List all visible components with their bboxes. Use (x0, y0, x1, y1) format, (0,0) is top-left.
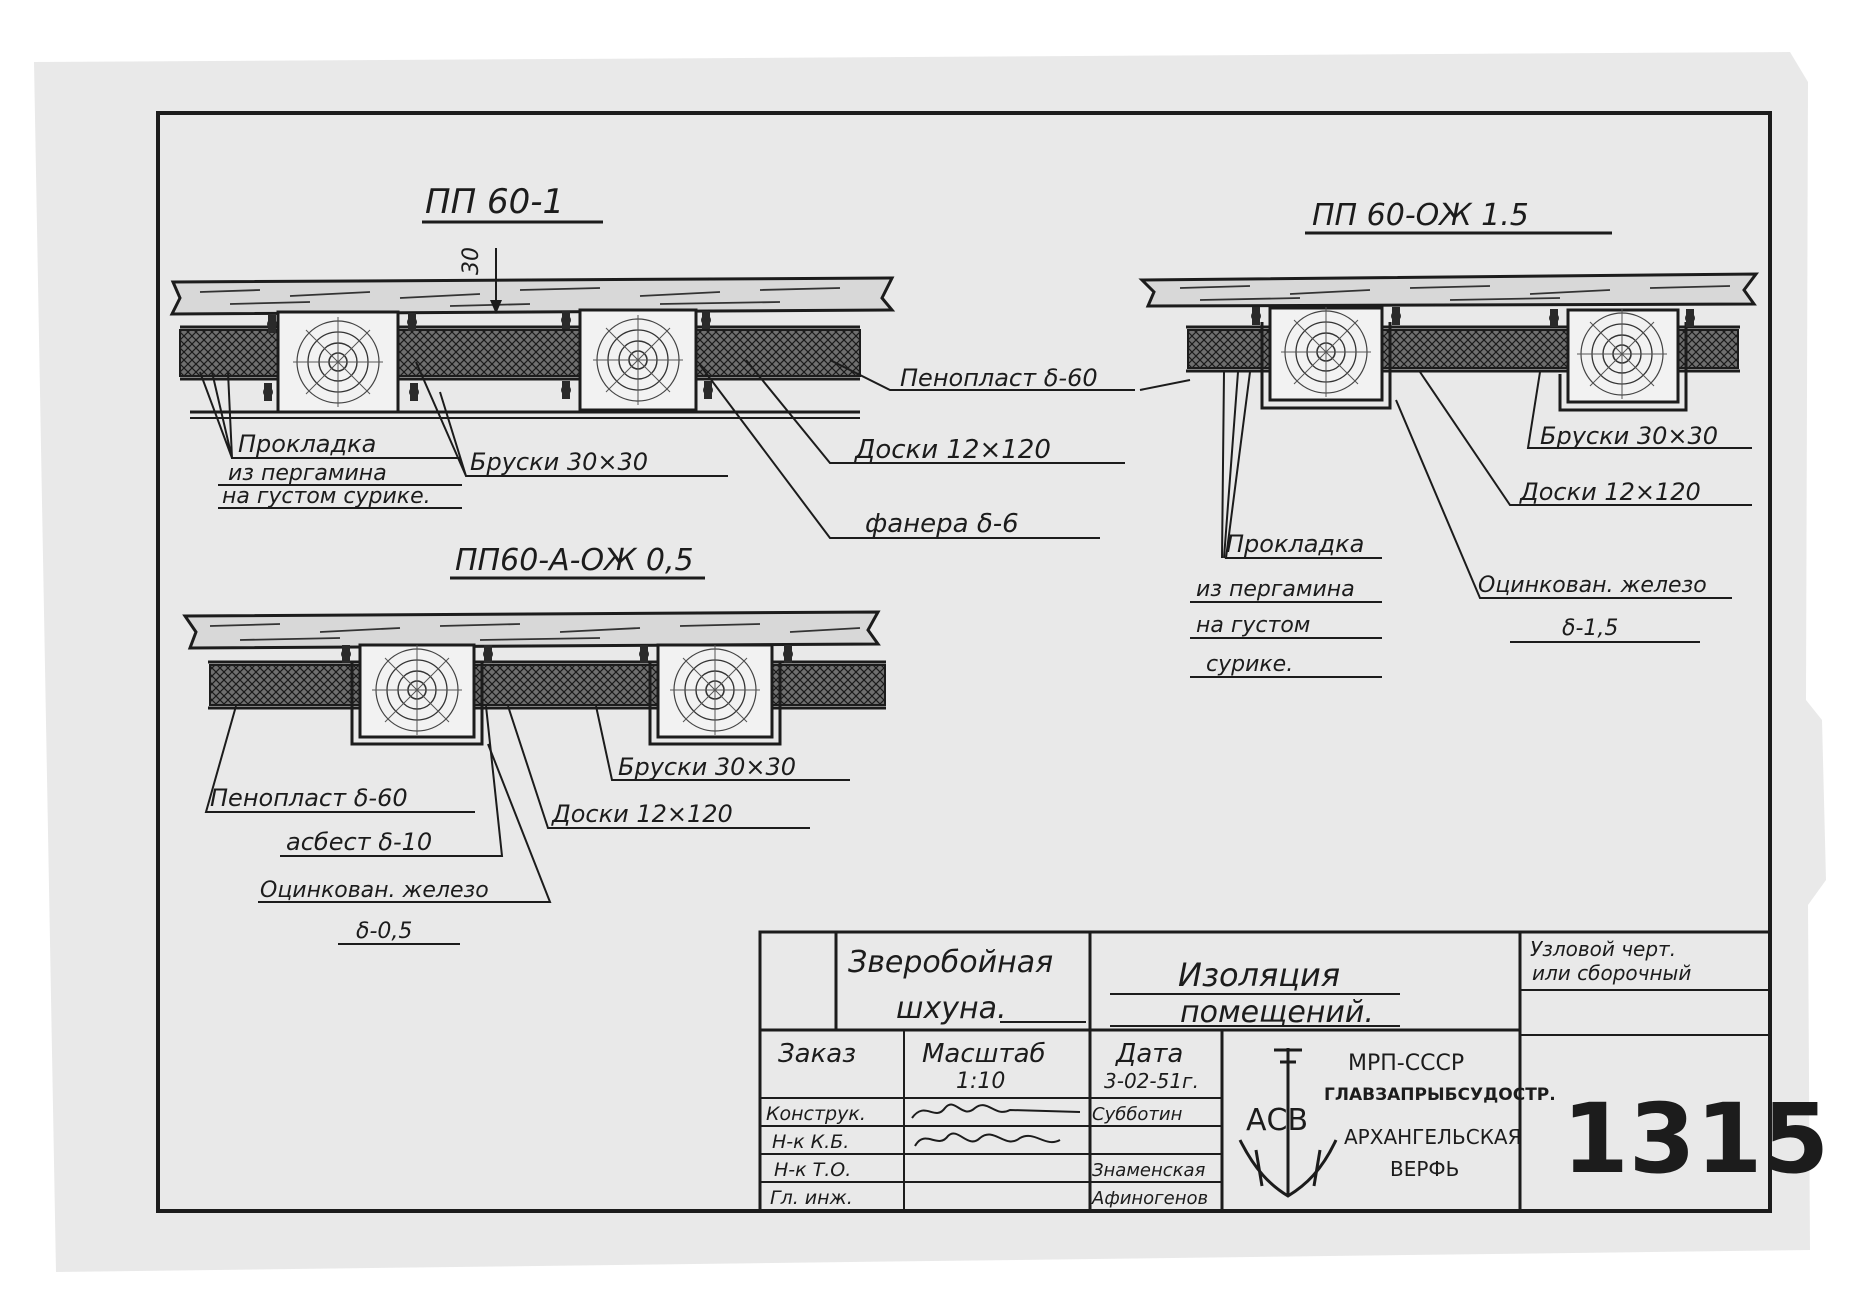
scale-value: 1:10 (956, 1069, 1005, 1094)
order-label: Заказ (778, 1039, 856, 1069)
label-prokladka-1: Прокладка (238, 430, 376, 458)
label-doski: Доски 12×120 (854, 435, 1051, 465)
drawing-number: 1315 (1562, 1083, 1829, 1195)
logo-letters: АСВ (1246, 1103, 1308, 1138)
role-konstruk: Конструк. (766, 1103, 866, 1125)
label-doski: Доски 12×120 (551, 800, 733, 828)
foam-insulation (209, 664, 886, 706)
vessel-name-1: Зверобойная (848, 945, 1053, 980)
title-block (758, 930, 1772, 1213)
label-prokladka-3: на густом (1196, 613, 1310, 638)
name-gl-inzh: Афиногенов (1091, 1188, 1208, 1209)
label-zhelezo-1: Оцинкован. железо (260, 878, 489, 903)
name-nk-to: Знаменская (1092, 1160, 1206, 1181)
date-value: 3-02-51г. (1104, 1069, 1199, 1093)
label-bruski: Бруски 30×30 (470, 448, 648, 476)
label-prokladka-4: сурике. (1206, 652, 1293, 677)
deck-plank (169, 276, 896, 316)
label-prokladka-3: на густом сурике. (222, 484, 431, 509)
shipyard-logo (1238, 1048, 1338, 1198)
section-title: ПП 60-1 (425, 182, 564, 222)
label-prokladka-2: из пергамина (1196, 577, 1355, 602)
section-pp60-ozh: ПП 60-ОЖ 1.5 Бруски 30×30 Доски 12×120 О… (1138, 198, 1760, 678)
label-penoplast: Пенопласт δ-60 (900, 364, 1098, 392)
org-city: АРХАНГЕЛЬСКАЯ (1344, 1125, 1522, 1149)
signature-nk-kb (914, 1132, 1061, 1147)
subject-1: Изоляция (1178, 956, 1340, 994)
org-shipyard: ВЕРФЬ (1390, 1157, 1459, 1181)
org-glavk: ГЛАВЗАПРЫБСУДОСТР. (1324, 1085, 1556, 1105)
label-prokladka-2: из пергамина (228, 461, 387, 486)
scale-label: Масштаб (922, 1039, 1046, 1069)
section-pp60-a: ПП60-А-ОЖ 0,5 Бруски 30×30 Доски 12×120 … (182, 543, 886, 945)
label-asbest: асбест δ-10 (286, 828, 432, 856)
label-fanera: фанера δ-6 (865, 509, 1019, 539)
label-zhelezo-2: δ-0,5 (356, 919, 412, 944)
role-nk-kb: Н-к К.Б. (772, 1131, 849, 1153)
label-bruski: Бруски 30×30 (618, 753, 796, 781)
drawing-type-1: Узловой черт. (1530, 937, 1676, 961)
section-pp60-1: ПП 60-1 30 Пенопласт δ-60 Доски (169, 182, 1135, 539)
role-nk-to: Н-к Т.О. (774, 1159, 851, 1181)
label-doski: Доски 12×120 (1519, 478, 1701, 506)
svg-text:30: 30 (459, 247, 484, 275)
section-title: ПП60-А-ОЖ 0,5 (455, 543, 694, 578)
deck-plank (1138, 272, 1760, 308)
section-title: ПП 60-ОЖ 1.5 (1312, 198, 1529, 233)
label-penoplast: Пенопласт δ-60 (210, 784, 408, 812)
date-label: Дата (1115, 1039, 1183, 1069)
org-ministry: МРП-СССР (1348, 1051, 1464, 1076)
label-prokladka-1: Прокладка (1226, 530, 1364, 558)
label-zhelezo-1: Оцинкован. железо (1478, 573, 1707, 598)
beam-right (1566, 308, 1680, 404)
subject-2: помещений. (1180, 995, 1374, 1030)
role-gl-inzh: Гл. инж. (770, 1187, 853, 1209)
label-bruski: Бруски 30×30 (1540, 422, 1718, 450)
label-zhelezo-2: δ-1,5 (1562, 616, 1618, 641)
name-konstruk: Субботин (1092, 1104, 1183, 1125)
drawing-type-2: или сборочный (1532, 961, 1691, 985)
signature-konstruk (911, 1103, 1081, 1119)
deck-plank (182, 610, 881, 650)
vessel-name-2: шхуна. (896, 991, 1007, 1026)
